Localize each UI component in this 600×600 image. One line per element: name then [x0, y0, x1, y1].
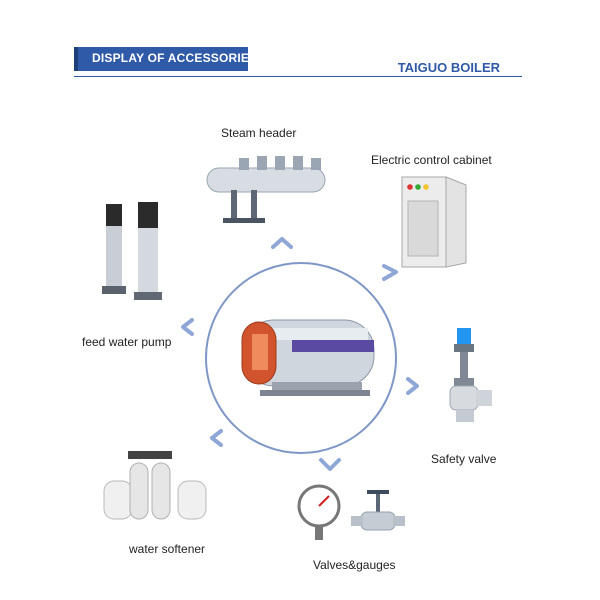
label-feed-water-pump: feed water pump: [82, 335, 172, 349]
page-title: DISPLAY OF ACCESSORIES: [92, 51, 258, 65]
label-safety-valve: Safety valve: [431, 452, 497, 466]
label-valves-gauges: Valves&gauges: [313, 558, 396, 572]
safety-valve-icon: [449, 328, 492, 422]
control-cabinet-icon: [401, 176, 467, 268]
label-steam-header: Steam header: [221, 126, 297, 140]
boiler-icon: [241, 319, 375, 396]
valves-gauges-icon: [297, 484, 405, 540]
label-control-cabinet: Electric control cabinet: [371, 153, 492, 167]
chevron-left-icon: [210, 429, 223, 447]
chevron-right-icon: [382, 264, 398, 281]
header-badge: [74, 47, 248, 71]
chevron-up-icon: [271, 237, 293, 249]
header-divider: [74, 76, 522, 77]
chevron-left-icon: [181, 318, 194, 336]
steam-header-icon: [206, 156, 326, 223]
label-water-softener: water softener: [129, 542, 206, 556]
brand-name: TAIGUO BOILER: [397, 60, 500, 75]
chevron-down-icon: [319, 458, 341, 471]
water-pump-icon: [102, 202, 162, 300]
chevron-right-icon: [406, 377, 419, 395]
water-softener-icon: [103, 451, 207, 520]
center-circle: [205, 262, 397, 454]
